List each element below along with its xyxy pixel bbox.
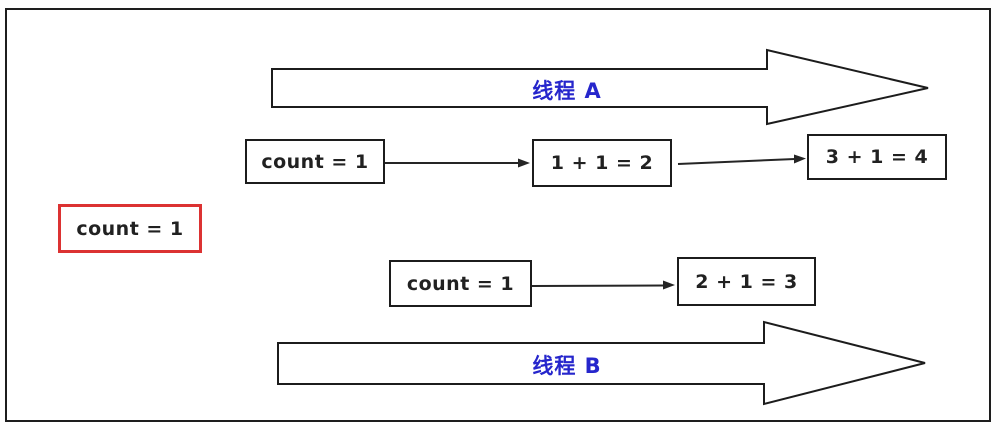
thread-b-step1-box: count = 1: [389, 260, 532, 307]
thread-a-step2-box: 1 + 1 = 2: [532, 139, 672, 187]
shared-count-box: count = 1: [58, 204, 202, 253]
thread-b-label: 线程 B: [532, 354, 602, 378]
thread-a-label: 线程 A: [532, 79, 602, 103]
thread-a-step3-box: 3 + 1 = 4: [807, 134, 947, 180]
thread-b-step2-box: 2 + 1 = 3: [677, 257, 816, 306]
thread-a-step1-box: count = 1: [245, 139, 385, 184]
